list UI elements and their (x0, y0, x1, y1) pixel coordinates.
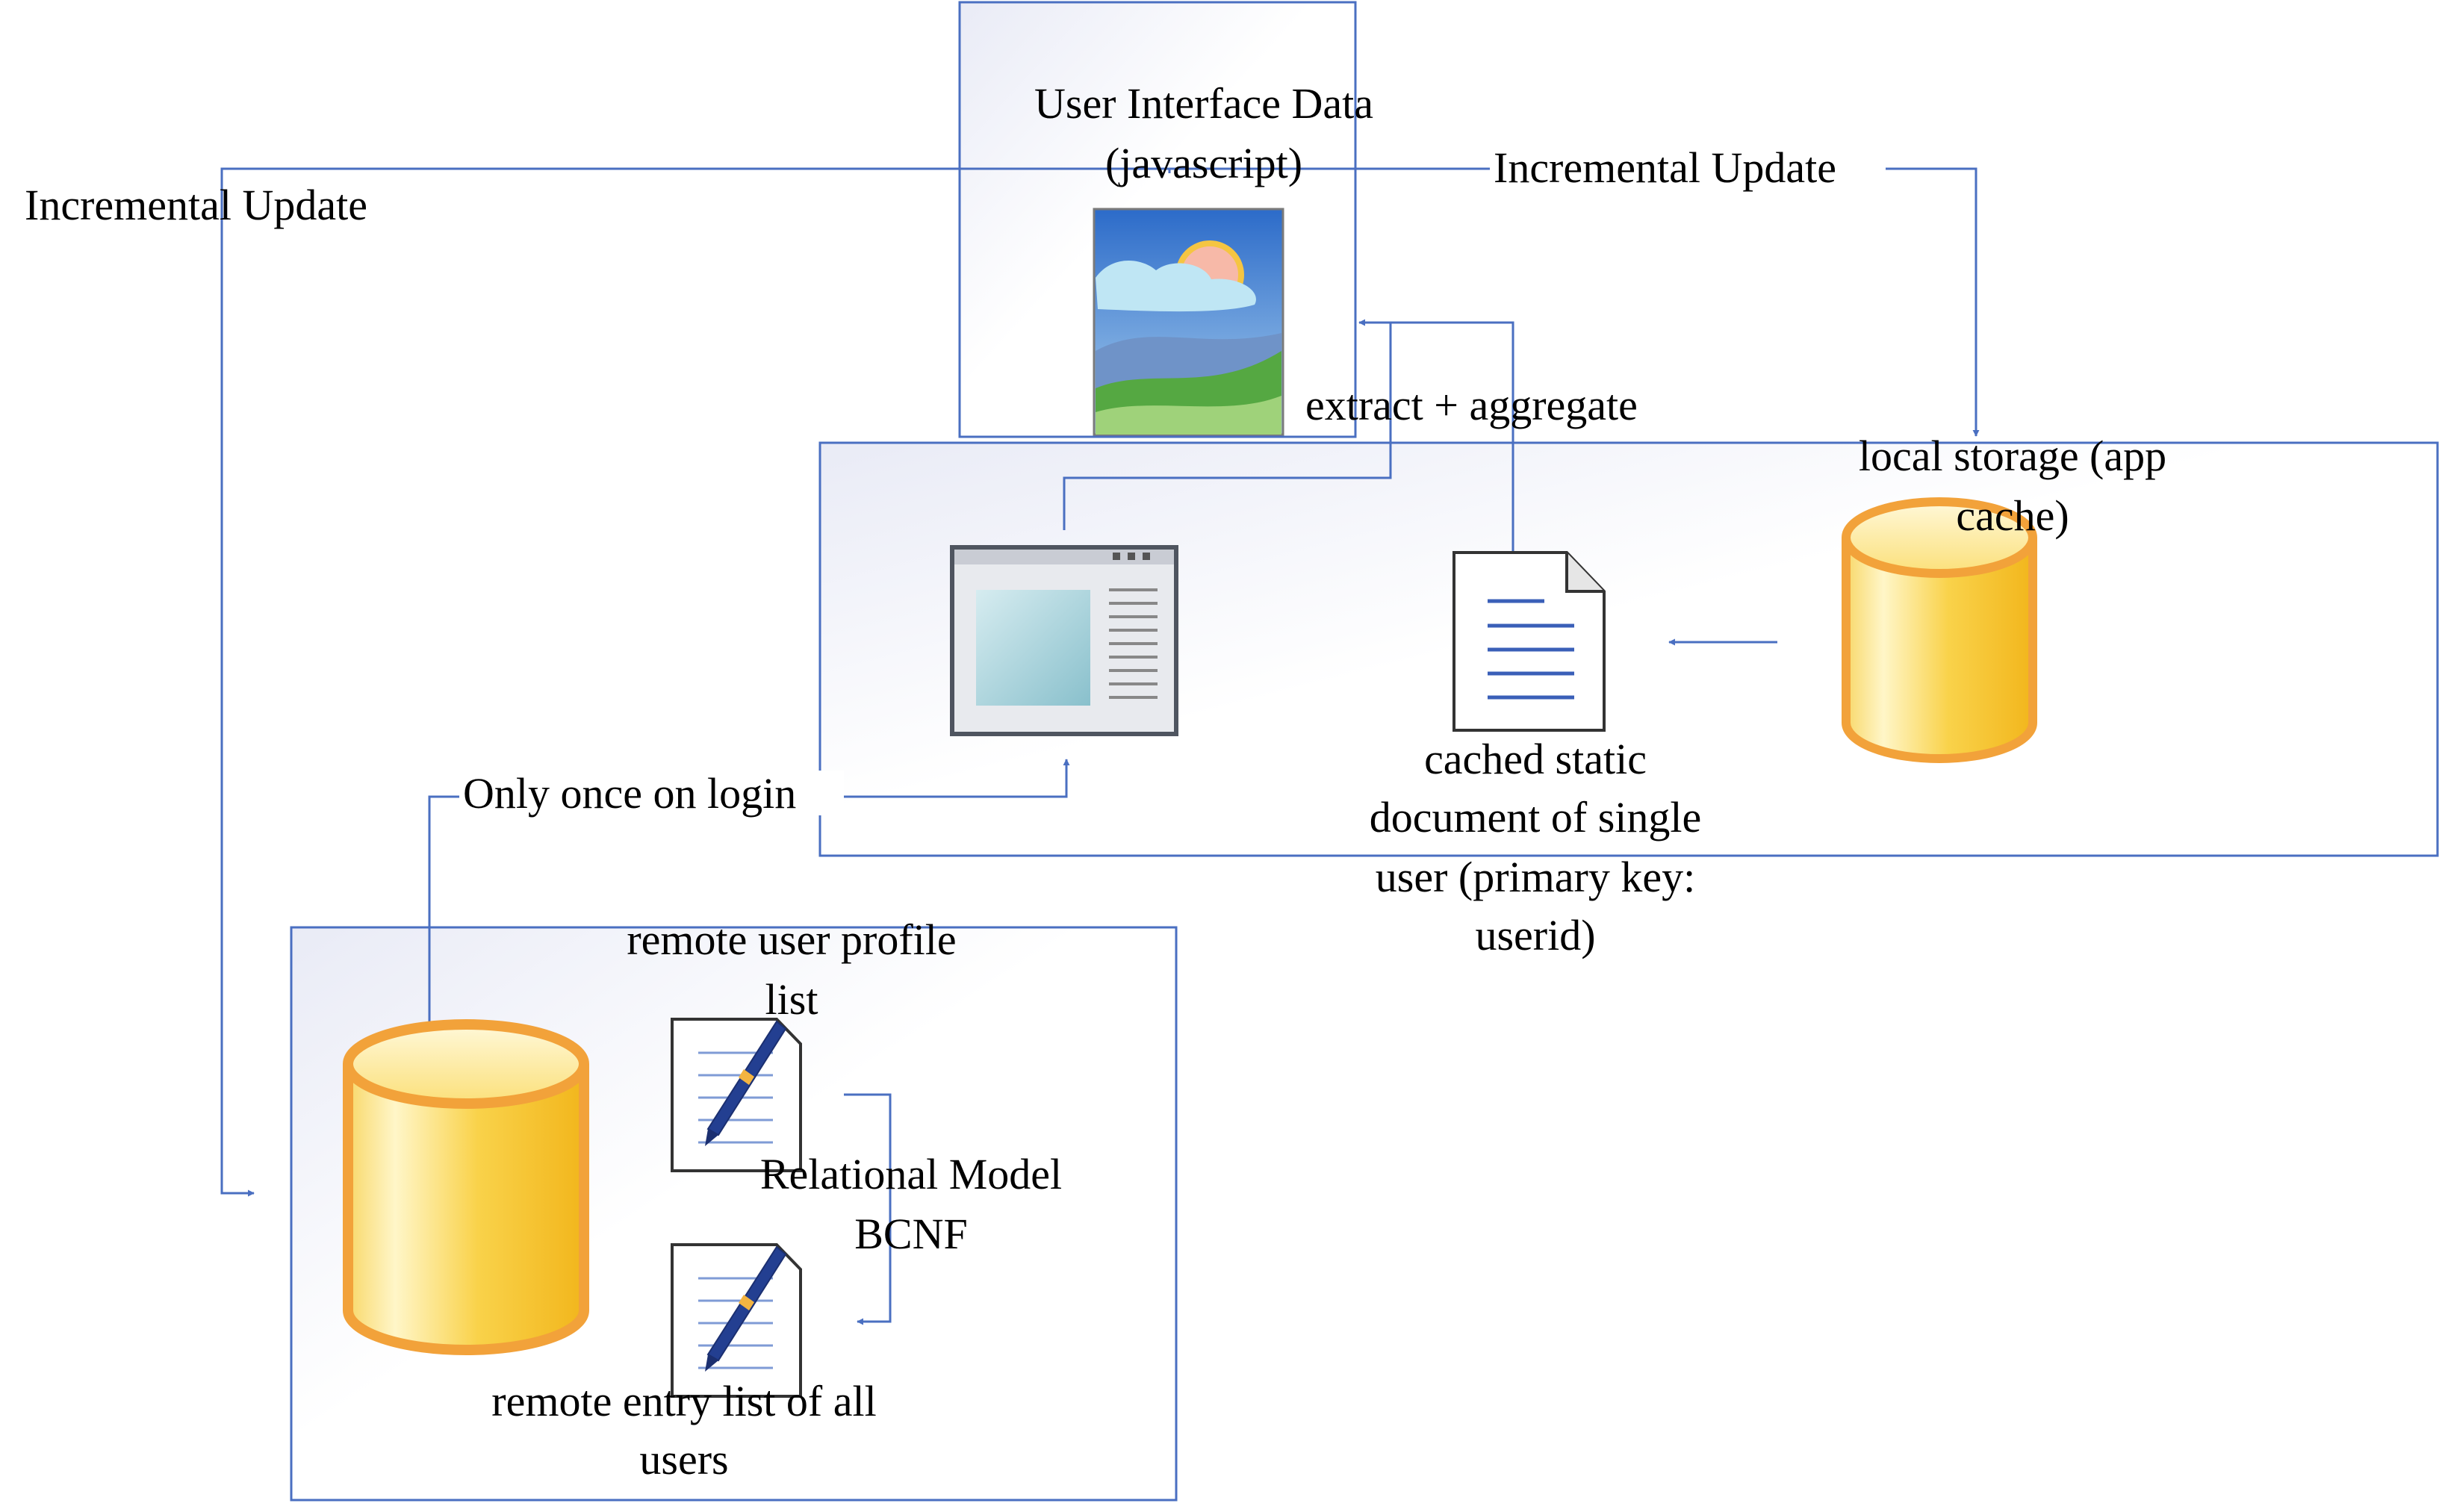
ui-panel-label-line1: User Interface Data (1034, 79, 1373, 128)
remote-database-icon (343, 1019, 589, 1355)
storage-label-line1: local storage (app (1859, 432, 2166, 480)
extract-aggregate-label: extract + aggregate (1305, 381, 1638, 429)
incremental-update-right-connector (1169, 167, 1980, 437)
landscape-image-icon (1093, 208, 1284, 436)
document-label-line4: userid) (1475, 911, 1595, 959)
document-label-line3: user (primary key: (1376, 853, 1695, 901)
incremental-update-right-label: Incremental Update (1494, 143, 1836, 192)
login-label: Only once on login (463, 769, 796, 818)
incremental-update-left-connector (220, 167, 1171, 1197)
storage-label-line2: cache) (1956, 491, 2069, 540)
entry-label-line1: remote entry list of all (491, 1377, 876, 1425)
relational-model-label-line1: Relational Model (760, 1150, 1062, 1198)
document-label-line1: cached static (1424, 735, 1647, 783)
relational-model-label-line2: BCNF (854, 1210, 968, 1258)
profile-document-pen-icon (671, 1018, 802, 1172)
document-label-line2: document of single (1370, 793, 1702, 841)
entry-label-line2: users (639, 1435, 728, 1484)
local-storage-database-icon (1842, 497, 2037, 763)
ui-panel-label-line2: (javascript) (1105, 139, 1302, 187)
incremental-update-left-label: Incremental Update (25, 181, 367, 229)
relational-model-bracket (844, 1093, 892, 1325)
browser-window-icon (950, 545, 1178, 736)
profile-label-line2: list (765, 975, 818, 1024)
document-icon (1452, 551, 1606, 732)
entry-document-pen-icon (671, 1243, 802, 1398)
profile-label-line1: remote user profile (627, 915, 956, 964)
document-to-ui-connector (1359, 321, 1514, 551)
